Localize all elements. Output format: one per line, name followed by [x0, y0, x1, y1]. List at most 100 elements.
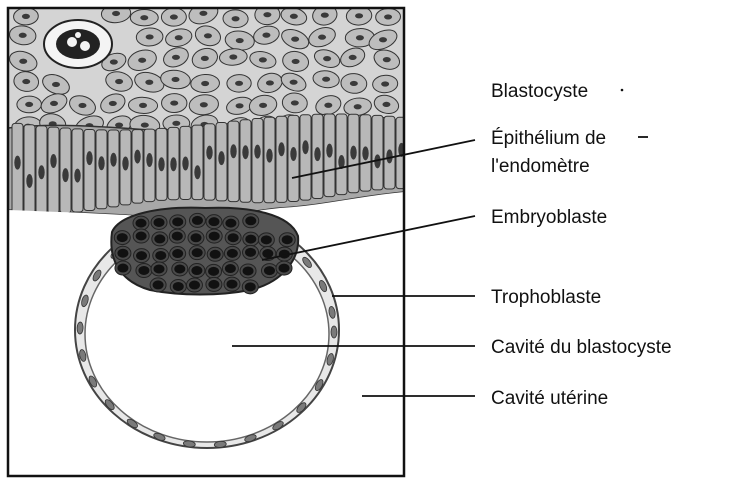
epithelial-nucleus [98, 156, 104, 170]
embryoblast-nucleus [245, 235, 256, 244]
epithelial-cell [228, 121, 239, 202]
embryoblast-nucleus [189, 281, 200, 290]
stroma-nucleus [172, 55, 180, 60]
epithelial-nucleus [242, 145, 248, 159]
stroma-nucleus [115, 122, 123, 127]
embryoblast-nucleus [243, 266, 254, 275]
epithelial-nucleus [206, 146, 212, 160]
epithelial-nucleus [314, 147, 320, 161]
epithelial-nucleus [362, 146, 368, 160]
embryoblast-nucleus [262, 249, 273, 258]
epithelial-nucleus [14, 156, 20, 170]
stroma-nucleus [175, 35, 183, 40]
stroma-nucleus [259, 57, 267, 62]
label-cavite-uterine: Cavité utérine [491, 388, 608, 409]
labels: Blastocyste Épithélium de l'endomètre Em… [491, 81, 672, 409]
embryoblast-nucleus [245, 248, 256, 257]
epithelial-cell [48, 127, 59, 213]
epithelial-nucleus [146, 153, 152, 167]
epithelial-cell [24, 125, 35, 214]
stroma-nucleus [172, 77, 180, 82]
stroma-nucleus [204, 33, 212, 38]
epithelial-nucleus [194, 165, 200, 179]
stroma-nucleus [354, 104, 362, 109]
stroma-nucleus [259, 103, 267, 108]
embryoblast-nucleus [227, 249, 238, 258]
stroma-nucleus [324, 103, 332, 108]
epithelial-cell [240, 120, 251, 203]
epithelial-nucleus [350, 146, 356, 160]
label-trophoblaste: Trophoblaste [491, 287, 601, 308]
blood-vessel [44, 20, 112, 68]
embryoblast-nucleus [228, 233, 239, 242]
epithelial-cell [108, 130, 119, 207]
stroma-nucleus [262, 33, 270, 38]
epithelial-nucleus [266, 149, 272, 163]
embryoblast-nucleus [209, 232, 220, 241]
embryoblast-nucleus [136, 219, 147, 228]
embryoblast-nucleus [282, 235, 293, 244]
embryoblast-nucleus [172, 217, 183, 226]
epithelial-nucleus [170, 157, 176, 171]
epithelial-cell [192, 125, 203, 200]
stroma-nucleus [266, 80, 274, 85]
stroma-nucleus [236, 103, 244, 108]
embryoblast-nucleus [208, 267, 219, 276]
embryoblast-nucleus [279, 264, 290, 273]
label-dot [621, 89, 624, 92]
stroma-nucleus [356, 35, 364, 40]
embryoblast-nucleus [117, 233, 128, 242]
stroma-nucleus [355, 13, 363, 18]
embryoblast-nucleus [153, 264, 164, 273]
epithelial-nucleus [50, 154, 56, 168]
epithelial-nucleus [26, 174, 32, 188]
embryoblast-nucleus [172, 232, 183, 241]
stroma-nucleus [78, 103, 86, 108]
embryoblast-nucleus [190, 233, 201, 242]
embryoblast-nucleus [136, 232, 147, 241]
embryoblast-nucleus [225, 219, 236, 228]
epithelial-nucleus [62, 168, 68, 182]
stroma-nucleus [379, 37, 387, 42]
epithelial-nucleus [302, 140, 308, 154]
embryoblast-nucleus [154, 218, 165, 227]
stroma-nucleus [200, 102, 208, 107]
stroma-nucleus [19, 33, 27, 38]
embryoblast-nucleus [173, 282, 184, 291]
stroma-nucleus [263, 12, 271, 17]
stroma-nucleus [19, 59, 27, 64]
epithelial-cell [372, 115, 383, 189]
stroma-nucleus [201, 56, 209, 61]
embryoblast-nucleus [245, 216, 256, 225]
embryoblast-nucleus [153, 280, 164, 289]
stroma-nucleus [139, 103, 147, 108]
stroma-nucleus [199, 11, 207, 16]
stroma-nucleus [115, 79, 123, 84]
embryoblast-nucleus [117, 249, 128, 258]
embryoblast-nucleus [210, 250, 221, 259]
embryoblast-nucleus [245, 282, 256, 291]
embryoblast-nucleus [172, 249, 183, 258]
embryoblast-nucleus [208, 280, 219, 289]
stroma-nucleus [323, 56, 331, 61]
epithelial-nucleus [122, 156, 128, 170]
epithelial-nucleus [74, 169, 80, 183]
embryoblast-nucleus [154, 234, 165, 243]
epithelial-cell [336, 114, 347, 195]
epithelial-nucleus [326, 144, 332, 158]
label-blastocyste: Blastocyste [491, 81, 588, 102]
embryoblast-nucleus [225, 264, 236, 273]
epithelial-nucleus [134, 150, 140, 164]
label-embryoblaste: Embryoblaste [491, 207, 607, 228]
stroma-nucleus [382, 102, 390, 107]
stroma-nucleus [109, 101, 117, 106]
epithelial-nucleus [38, 165, 44, 179]
stroma-nucleus [236, 38, 244, 43]
stroma-nucleus [50, 101, 58, 106]
stroma-nucleus [383, 57, 391, 62]
label-epithelium-line2: l'endomètre [491, 156, 590, 177]
stroma-nucleus [291, 100, 299, 105]
label-epithelium-line1: Épithélium de [491, 128, 606, 149]
epithelial-cell [204, 124, 215, 200]
